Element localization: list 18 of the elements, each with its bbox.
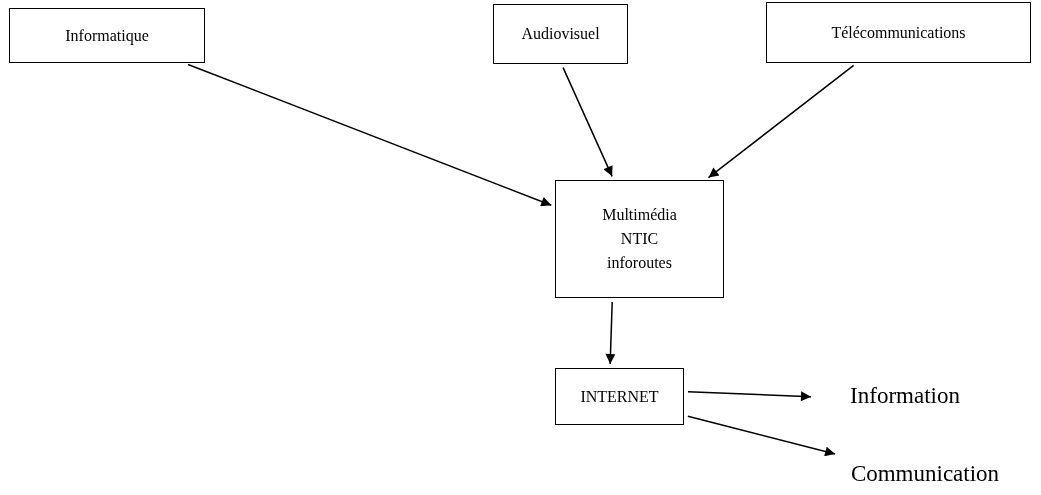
box-label: Multimédia NTIC inforoutes: [601, 205, 678, 273]
box-label: Télécommunications: [831, 22, 966, 43]
arrow: [687, 415, 836, 457]
arrow: [687, 391, 812, 402]
process-box: [9, 8, 205, 63]
box-label: Audiovisuel: [521, 24, 600, 44]
box-label: Informatique: [65, 25, 149, 47]
arrow: [187, 63, 552, 207]
arrow: [707, 64, 855, 179]
process-box: [555, 180, 724, 298]
process-box: [555, 368, 684, 425]
box-label: INTERNET: [580, 386, 659, 407]
process-box: [493, 4, 628, 64]
text-label: Information: [815, 378, 995, 414]
arrow: [605, 301, 616, 365]
text-label: Communication: [815, 455, 1035, 493]
process-box: [766, 2, 1031, 63]
arrow: [562, 66, 613, 178]
